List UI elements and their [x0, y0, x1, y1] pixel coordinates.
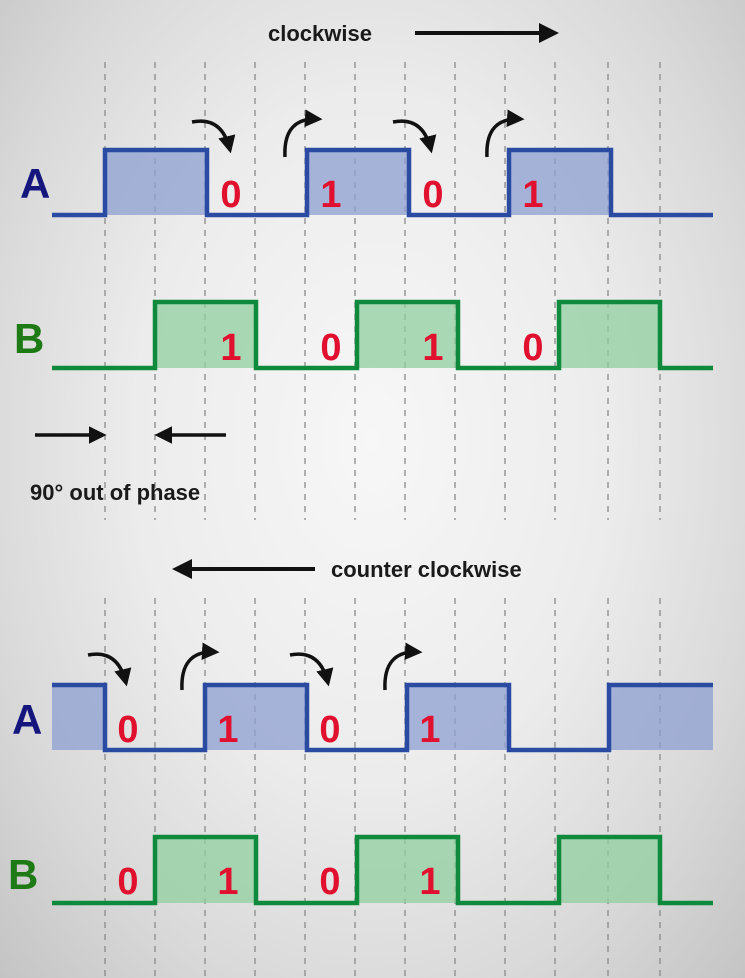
- ccw-a-line: [52, 682, 713, 753]
- ccw-b-pulse-0: [155, 837, 256, 903]
- cw-a-pulse-0: [105, 150, 207, 215]
- waveform-a-counter-clockwise: [52, 682, 713, 753]
- grid-lines: [104, 62, 661, 978]
- cw-curved-arrow-up-icon-1: [283, 109, 323, 158]
- clockwise-section: clockwise A 0 1 0 1 B 1 0 1 0 90° out of phase: [14, 21, 713, 505]
- cw-b-bit-1: 0: [320, 327, 341, 369]
- ccw-a-bit-2: 0: [319, 709, 340, 751]
- edge-arrows-a-counter-clockwise: [87, 642, 423, 691]
- cw-b-pulse-2: [559, 302, 660, 368]
- ccw-curved-arrow-down-icon-0: [87, 652, 132, 687]
- ccw-b-bit-0: 0: [117, 861, 138, 903]
- bits-b-counter-clockwise: 0 1 0 1: [117, 861, 440, 903]
- channel-b-label-top: B: [14, 315, 44, 362]
- channel-a-label-top: A: [20, 160, 50, 207]
- ccw-b-pulse-2: [559, 837, 660, 903]
- cw-curved-arrow-down-icon-0: [191, 119, 236, 154]
- ccw-b-bit-1: 1: [217, 861, 238, 903]
- ccw-a-bit-1: 1: [217, 709, 238, 751]
- ccw-b-line: [52, 834, 713, 906]
- waveform-b-clockwise: [52, 299, 713, 371]
- cw-b-pulse-1: [357, 302, 458, 368]
- cw-curved-arrow-down-icon-2: [392, 119, 437, 154]
- cw-a-bit-2: 0: [422, 174, 443, 216]
- bits-a-clockwise: 0 1 0 1: [220, 174, 543, 216]
- ccw-a-pulse-0: [52, 685, 105, 750]
- cw-b-bit-2: 1: [422, 327, 443, 369]
- cw-a-bit-3: 1: [522, 174, 543, 216]
- ccw-a-pulse-1: [205, 685, 307, 750]
- ccw-a-pulse-2: [407, 685, 509, 750]
- ccw-b-bit-2: 0: [319, 861, 340, 903]
- counter-clockwise-caption: counter clockwise: [331, 557, 522, 582]
- cw-b-bit-0: 1: [220, 327, 241, 369]
- cw-a-bit-1: 1: [320, 174, 341, 216]
- channel-b-label-bottom: B: [8, 851, 38, 898]
- clockwise-caption: clockwise: [268, 21, 372, 46]
- cw-a-pulse-2: [509, 150, 611, 215]
- phase-caption: 90° out of phase: [30, 480, 200, 505]
- edge-arrows-a-clockwise: [191, 109, 525, 158]
- cw-a-pulse-1: [307, 150, 409, 215]
- ccw-a-bit-3: 1: [419, 709, 440, 751]
- channel-a-label-bottom: A: [12, 696, 42, 743]
- ccw-b-bit-3: 1: [419, 861, 440, 903]
- cw-b-line: [52, 299, 713, 371]
- cw-a-line: [52, 147, 713, 218]
- bits-b-clockwise: 1 0 1 0: [220, 327, 543, 369]
- ccw-curved-arrow-up-icon-3: [383, 642, 423, 691]
- cw-b-pulse-0: [155, 302, 256, 368]
- cw-curved-arrow-up-icon-3: [485, 109, 525, 158]
- waveform-b-counter-clockwise: [52, 834, 713, 906]
- waveform-a-clockwise: [52, 147, 713, 218]
- cw-a-bit-0: 0: [220, 174, 241, 216]
- cw-b-bit-3: 0: [522, 327, 543, 369]
- ccw-curved-arrow-down-icon-2: [289, 652, 334, 687]
- ccw-a-pulse-3: [609, 685, 713, 750]
- ccw-a-bit-0: 0: [117, 709, 138, 751]
- bits-a-counter-clockwise: 0 1 0 1: [117, 709, 440, 751]
- counter-clockwise-section: counter clockwise A 0 1 0 1 B 0 1 0 1: [8, 557, 713, 906]
- ccw-b-pulse-1: [357, 837, 458, 903]
- ccw-curved-arrow-up-icon-1: [180, 642, 220, 691]
